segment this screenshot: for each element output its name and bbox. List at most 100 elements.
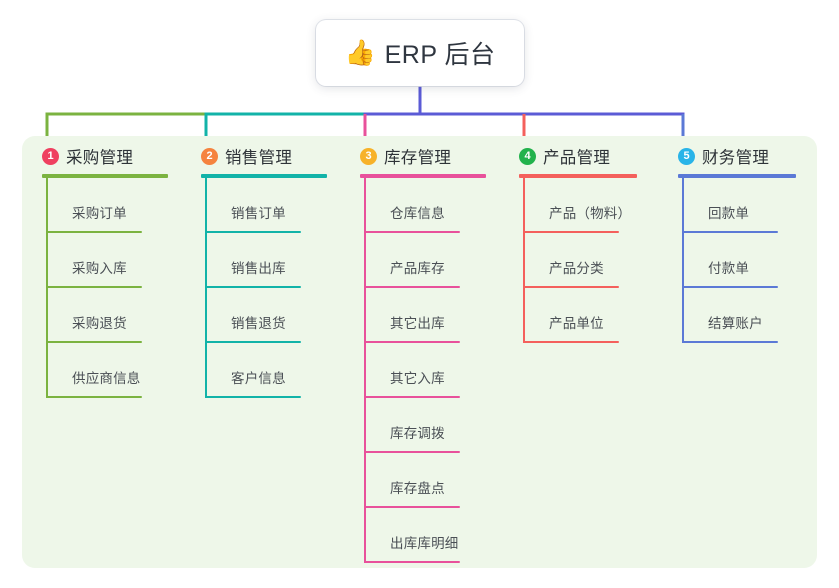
column-spine [682,178,684,343]
column-spine [205,178,207,398]
list-item-underline [205,286,301,288]
column-4: 4 产品管理产品（物料） 产品分类产品单位 [499,136,658,568]
list-item[interactable]: 销售订单 [205,178,340,233]
list-item-underline [46,286,142,288]
list-item-label: 库存调拨 [390,426,445,441]
list-item[interactable]: 库存盘点 [364,453,499,508]
list-item[interactable]: 产品（物料） [523,178,658,233]
column-header-underline [360,174,486,178]
column-header-label: 产品管理 [543,149,611,167]
list-item-label: 仓库信息 [390,206,445,221]
list-item-underline [46,231,142,233]
list-item[interactable]: 采购订单 [46,178,181,233]
list-item[interactable]: 产品分类 [523,233,658,288]
list-item[interactable]: 采购入库 [46,233,181,288]
list-item[interactable]: 销售退货 [205,288,340,343]
column-header-underline [519,174,637,178]
list-item-underline [364,396,460,398]
column-number-badge: 3 [360,147,377,165]
list-item-label: 销售出库 [231,261,286,276]
list-item-label: 结算账户 [708,316,763,331]
list-item-underline [523,286,619,288]
column-header-label: 库存管理 [384,149,452,167]
list-item[interactable]: 销售出库 [205,233,340,288]
list-item-label: 出库库明细 [390,536,459,551]
list-item-label: 采购退货 [72,316,127,331]
list-item-label: 采购订单 [72,206,127,221]
list-item-label: 供应商信息 [72,371,141,386]
list-item-underline [682,341,778,343]
list-item-underline [523,341,619,343]
column-header-underline [42,174,168,178]
list-item[interactable]: 其它出库 [364,288,499,343]
list-item-underline [364,231,460,233]
list-item-label: 回款单 [708,206,750,221]
list-item-label: 库存盘点 [390,481,445,496]
content-panel [22,136,817,568]
list-item-underline [46,341,142,343]
list-item[interactable]: 结算账户 [682,288,817,343]
root-node[interactable]: 👍 ERP 后台 [316,20,524,86]
list-item-label: 产品分类 [549,261,604,276]
column-number-badge: 4 [519,147,536,165]
list-item-label: 其它出库 [390,316,445,331]
list-item-underline [682,286,778,288]
column-spine [46,178,48,398]
list-item-label: 产品（物料） [549,206,632,221]
list-item-underline [682,231,778,233]
column-number-badge: 1 [42,147,59,165]
column-header-underline [678,174,796,178]
list-item-label: 销售订单 [231,206,286,221]
list-item-underline [205,396,301,398]
column-item-list: 产品（物料） 产品分类产品单位 [523,178,658,343]
column-header-2[interactable]: 2 销售管理 [201,144,292,168]
list-item[interactable]: 供应商信息 [46,343,181,398]
list-item-underline [46,396,142,398]
list-item-label: 产品单位 [549,316,604,331]
list-item-underline [364,286,460,288]
column-item-list: 回款单付款单结算账户 [682,178,817,343]
column-number-badge: 2 [201,147,218,165]
list-item[interactable]: 产品单位 [523,288,658,343]
column-header-underline [201,174,327,178]
column-header-label: 销售管理 [225,149,293,167]
list-item-label: 产品库存 [390,261,445,276]
list-item[interactable]: 产品库存 [364,233,499,288]
list-item[interactable]: 仓库信息 [364,178,499,233]
column-spine [364,178,366,563]
list-item[interactable]: 其它入库 [364,343,499,398]
list-item-underline [364,561,460,563]
list-item[interactable]: 库存调拨 [364,398,499,453]
column-2: 2 销售管理销售订单销售出库销售退货客户信息 [181,136,340,568]
column-spine [523,178,525,343]
list-item[interactable]: 付款单 [682,233,817,288]
column-item-list: 采购订单采购入库采购退货供应商信息 [46,178,181,398]
list-item-underline [205,231,301,233]
list-item[interactable]: 回款单 [682,178,817,233]
list-item-label: 其它入库 [390,371,445,386]
root-title: ERP 后台 [384,41,496,69]
list-item-label: 客户信息 [231,371,286,386]
list-item-underline [364,341,460,343]
list-item-underline [364,451,460,453]
list-item-underline [205,341,301,343]
column-number-badge: 5 [678,147,695,165]
thumbs-up-icon: 👍 [344,38,376,67]
column-3: 3 库存管理仓库信息产品库存其它出库其它入库库存调拨库存盘点出库库明细 [340,136,499,568]
list-item-label: 采购入库 [72,261,127,276]
list-item-underline [364,506,460,508]
list-item[interactable]: 客户信息 [205,343,340,398]
column-item-list: 仓库信息产品库存其它出库其它入库库存调拨库存盘点出库库明细 [364,178,499,563]
list-item-underline [523,231,619,233]
column-header-4[interactable]: 4 产品管理 [519,144,610,168]
list-item-label: 付款单 [708,261,750,276]
list-item[interactable]: 采购退货 [46,288,181,343]
list-item[interactable]: 出库库明细 [364,508,499,563]
column-header-3[interactable]: 3 库存管理 [360,144,451,168]
